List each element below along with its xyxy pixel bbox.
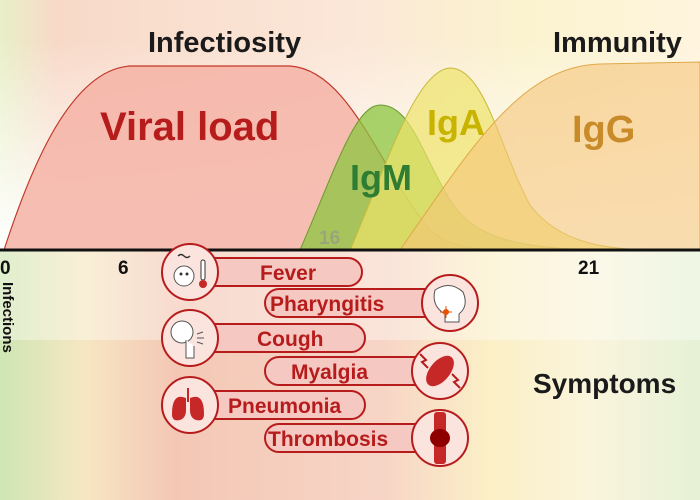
fever-label: Fever (260, 262, 316, 285)
symptom-myalgia: Myalgia (264, 342, 469, 400)
immunity-title: Immunity (553, 27, 682, 59)
symptom-cough: Cough (161, 309, 366, 367)
muscle-icon (419, 353, 461, 389)
cough-label: Cough (257, 328, 323, 351)
tick-16: 16 (319, 228, 340, 249)
igg-curve (399, 61, 700, 251)
symptoms-title: Symptoms (533, 368, 676, 399)
tick-21: 21 (578, 258, 600, 279)
igm-label: IgM (350, 157, 412, 198)
igg-label: IgG (572, 109, 635, 151)
myalgia-label: Myalgia (291, 361, 368, 384)
cough-icon (170, 320, 204, 359)
infections-label: Infections (0, 282, 16, 353)
symptom-pharyngitis: Pharyngitis (264, 274, 479, 332)
viral-load-label: Viral load (100, 105, 279, 149)
blood-vessel-icon (430, 412, 450, 464)
symptom-fever: Fever (161, 243, 363, 301)
symptom-pneumonia: Pneumonia (161, 376, 366, 434)
pharyngitis-label: Pharyngitis (270, 293, 384, 316)
iga-label: IgA (427, 102, 485, 143)
tick-0: 0 (0, 258, 11, 279)
throat-icon (433, 285, 466, 323)
tick-6: 6 (118, 258, 129, 279)
infectiosity-title: Infectiosity (148, 27, 301, 59)
fever-icon (173, 253, 207, 288)
pneumonia-label: Pneumonia (228, 395, 342, 418)
lungs-icon (172, 388, 204, 421)
thrombosis-label: Thrombosis (268, 428, 388, 451)
symptom-thrombosis: Thrombosis (264, 409, 469, 467)
